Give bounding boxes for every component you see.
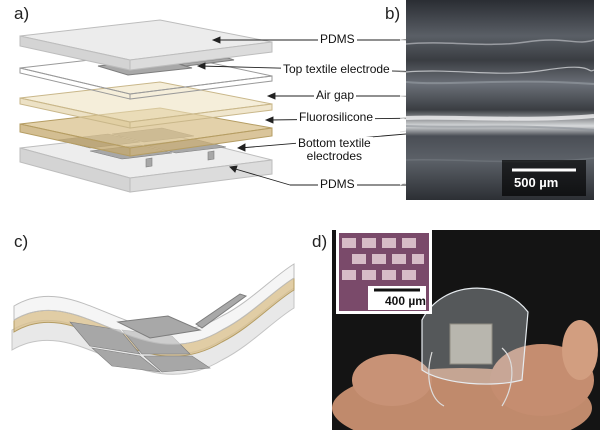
label-fluorosilicone: Fluorosilicone [297,110,376,124]
label-bottom-line1: Bottom textile [298,136,371,150]
cross-section-micrograph [406,0,594,200]
label-pdms-top: PDMS [318,32,357,46]
sensor-photo [332,230,600,430]
panel-label-a: a) [14,4,30,23]
label-air-gap: Air gap [314,88,357,102]
panel-label-c: c) [14,232,29,251]
flexible-sensor-diagram [11,263,295,375]
panel-label-b: b) [385,4,401,23]
label-top-textile-electrode: Top textile electrode [281,62,392,76]
air-gap-layer [19,81,273,129]
label-bottom-line2: electrodes [306,149,363,163]
label-bottom-textile-electrodes: Bottom textile electrodes [296,137,373,163]
label-pdms-bottom: PDMS [318,177,357,191]
inset-scale-label: 400 µm [385,294,426,308]
micrograph-scale-label: 500 µm [514,175,559,190]
panel-label-d: d) [312,232,328,251]
top-pdms-layer [19,19,273,71]
flexed-top-electrode [116,293,248,339]
flexed-top-pdms [13,263,295,345]
exploded-layer-diagram [19,19,420,193]
